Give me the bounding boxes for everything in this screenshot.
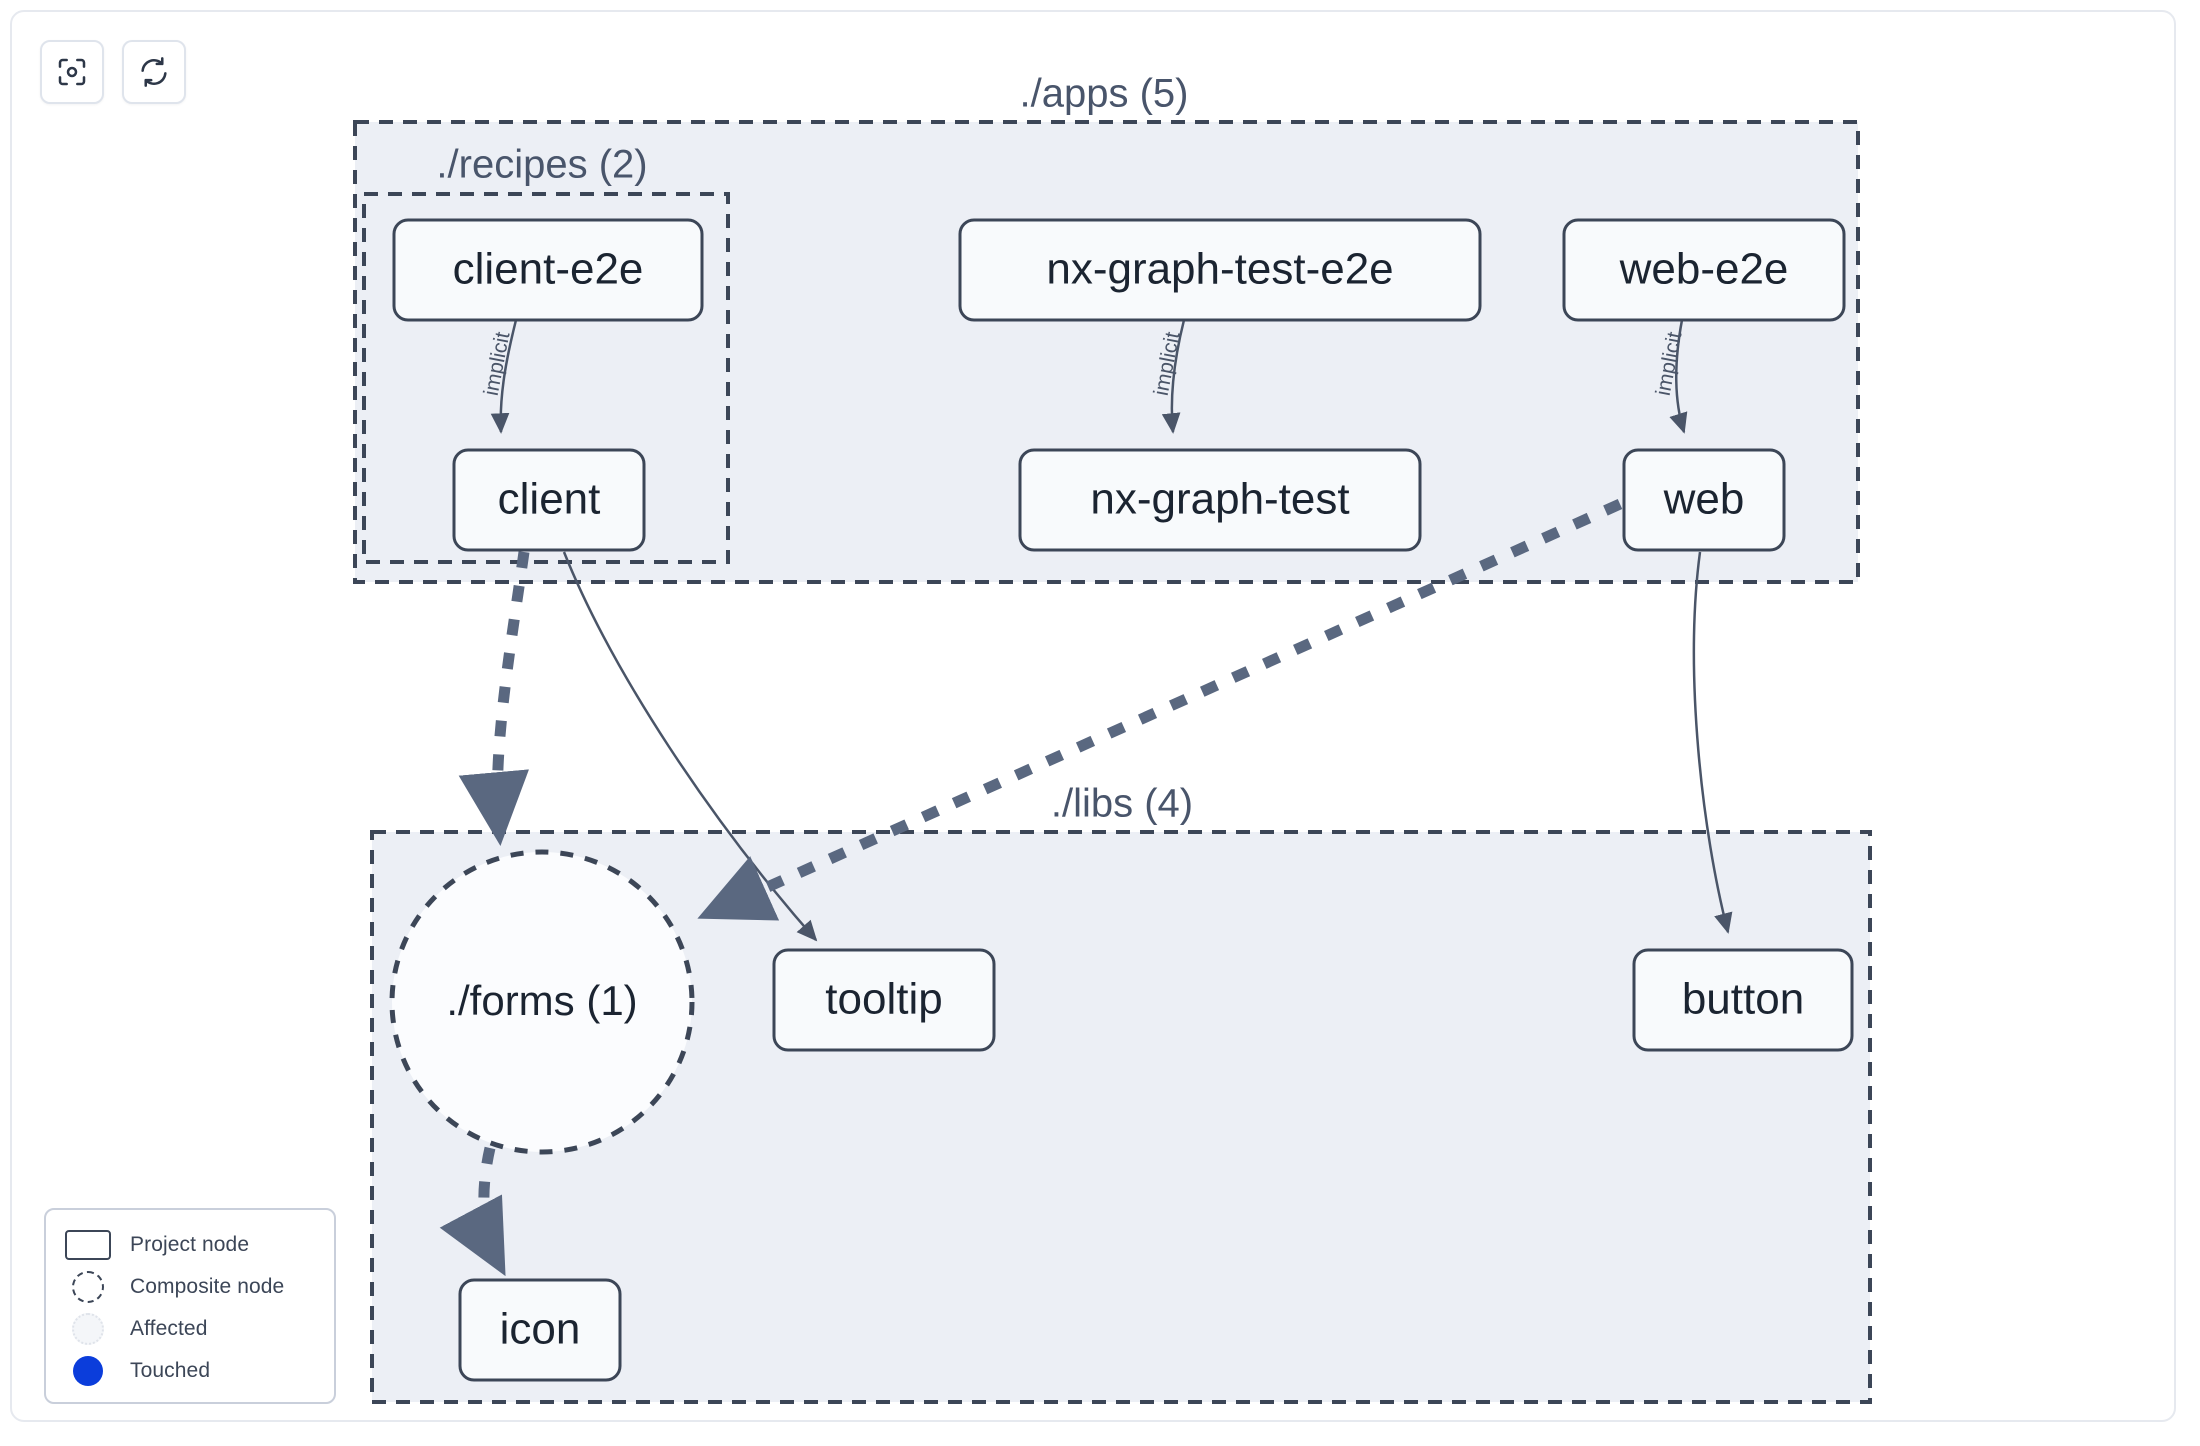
- legend-label-touched: Touched: [130, 1359, 211, 1382]
- composite-node-forms[interactable]: ./forms (1): [389, 849, 695, 1155]
- legend-label-affected: Affected: [130, 1317, 208, 1340]
- composite-node-forms-circle[interactable]: [389, 849, 695, 1155]
- composite-node-forms-label: ./forms (1): [446, 977, 637, 1024]
- node-client-e2e[interactable]: client-e2e: [392, 218, 704, 322]
- node-client-e2e-label: client-e2e: [453, 245, 644, 294]
- edge-web-to-forms[interactable]: [697, 498, 1623, 921]
- node-icon[interactable]: icon: [458, 1278, 622, 1382]
- node-client-label: client: [498, 475, 601, 524]
- edge-path: [490, 319, 518, 434]
- node-web-e2e-label: web-e2e: [1619, 245, 1789, 294]
- node-nx-graph-test-label: nx-graph-test: [1090, 475, 1349, 524]
- node-nx-graph-test-e2e-rect[interactable]: [958, 218, 1482, 322]
- edge-path: [1669, 319, 1688, 434]
- refresh-icon: [141, 57, 167, 87]
- legend-item-touched: Touched: [62, 1350, 318, 1392]
- edge-path: [1692, 551, 1733, 934]
- group-apps-label: ./apps (5): [1020, 72, 1189, 116]
- legend-label-project-node: Project node: [130, 1233, 250, 1256]
- graph-canvas[interactable]: implicit implicit implicit: [12, 12, 2176, 1422]
- graph-toolbar: [40, 40, 186, 104]
- node-tooltip-label: tooltip: [825, 975, 942, 1024]
- group-recipes-label-group: ./recipes (2): [436, 143, 647, 187]
- legend-label-composite-node: Composite node: [130, 1275, 285, 1298]
- graph-legend: Project node Composite node Affected Tou…: [44, 1208, 336, 1404]
- edge-web-to-button[interactable]: [1692, 551, 1733, 934]
- project-node-swatch-icon: [62, 1230, 114, 1260]
- focus-viewfinder-button[interactable]: [40, 40, 104, 104]
- node-web[interactable]: web: [1622, 448, 1786, 552]
- node-web-e2e-rect[interactable]: [1562, 218, 1846, 322]
- node-nx-graph-test-rect[interactable]: [1018, 448, 1422, 552]
- legend-item-composite-node: Composite node: [62, 1266, 318, 1308]
- node-client-e2e-rect[interactable]: [392, 218, 704, 322]
- edge-path: [1161, 319, 1186, 434]
- node-web-e2e[interactable]: web-e2e: [1562, 218, 1846, 322]
- node-tooltip-rect[interactable]: [772, 948, 996, 1052]
- group-recipes-label: ./recipes (2): [436, 143, 647, 187]
- legend-item-project-node: Project node: [62, 1224, 318, 1266]
- touched-swatch-icon: [62, 1356, 114, 1386]
- edge-path: [458, 551, 530, 846]
- node-web-label: web: [1663, 475, 1745, 524]
- node-icon-label: icon: [500, 1305, 581, 1354]
- node-button-rect[interactable]: [1632, 948, 1854, 1052]
- node-nx-graph-test[interactable]: nx-graph-test: [1018, 448, 1422, 552]
- node-nx-graph-test-e2e[interactable]: nx-graph-test-e2e: [958, 218, 1482, 322]
- edge-path: [439, 1146, 506, 1277]
- edge-client-to-forms[interactable]: [458, 551, 530, 846]
- node-client[interactable]: client: [452, 448, 646, 552]
- node-web-rect[interactable]: [1622, 448, 1786, 552]
- node-icon-rect[interactable]: [458, 1278, 622, 1382]
- affected-swatch-icon: [62, 1313, 114, 1345]
- composite-node-swatch-icon: [62, 1271, 114, 1303]
- node-button[interactable]: button: [1632, 948, 1854, 1052]
- node-client-rect[interactable]: [452, 448, 646, 552]
- edge-path: [697, 498, 1623, 921]
- graph-panel: implicit implicit implicit: [10, 10, 2176, 1422]
- viewfinder-icon: [58, 58, 86, 86]
- edge-forms-to-icon[interactable]: [439, 1146, 506, 1277]
- refresh-button[interactable]: [122, 40, 186, 104]
- group-libs-label-group: ./libs (4): [1051, 782, 1193, 826]
- group-libs-label: ./libs (4): [1051, 782, 1193, 826]
- node-tooltip[interactable]: tooltip: [772, 948, 996, 1052]
- node-nx-graph-test-e2e-label: nx-graph-test-e2e: [1046, 245, 1393, 294]
- node-button-label: button: [1682, 975, 1804, 1024]
- legend-item-affected: Affected: [62, 1308, 318, 1350]
- group-apps-label-group: ./apps (5): [1020, 72, 1189, 116]
